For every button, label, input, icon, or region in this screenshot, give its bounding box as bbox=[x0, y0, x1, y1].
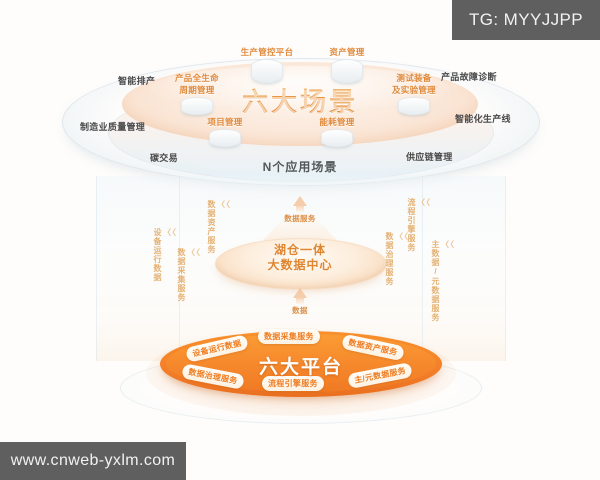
arrow-head-icon bbox=[293, 196, 307, 206]
pedestal-label-energy-management: 能耗管理 bbox=[319, 117, 355, 127]
vlabel-data-asset-service: 〈〈 数据资产服务 bbox=[206, 200, 231, 254]
pedestal-test-equipment[interactable]: 测试装备 及实验管理 bbox=[375, 72, 453, 115]
pedestal-body bbox=[209, 129, 241, 147]
pedestal-asset-management[interactable]: 资产管理 bbox=[310, 46, 384, 83]
chevron-up-icon: 〈〈 bbox=[417, 198, 431, 207]
arrow-label-data-service: 数据服务 bbox=[284, 214, 316, 223]
vlabel-text: 数据采集服务 bbox=[177, 248, 186, 302]
keyword-smart-scheduling: 智能排产 bbox=[118, 76, 156, 86]
scene-layer-title: 六大场景 bbox=[0, 82, 600, 119]
pedestal-body bbox=[321, 129, 353, 147]
keyword-supply-chain: 供应链管理 bbox=[406, 152, 453, 162]
chevron-up-icon: 〈〈 bbox=[187, 248, 201, 257]
vlabel-equipment-runtime-data: 〈〈 设备运行数据 bbox=[152, 228, 177, 282]
arrow-stem bbox=[296, 298, 304, 304]
keyword-fault-diagnosis: 产品故障诊断 bbox=[441, 72, 497, 82]
chevron-up-icon: 〈〈 bbox=[163, 228, 177, 237]
vlabel-text: 设备运行数据 bbox=[153, 228, 162, 282]
pedestal-label-production-control: 生产管控平台 bbox=[240, 47, 294, 57]
pill-process-engine-service[interactable]: 流程引擎服务 bbox=[262, 376, 324, 391]
pedestal-body bbox=[251, 59, 283, 83]
keyword-carbon-trading: 碳交易 bbox=[150, 153, 178, 163]
chevron-up-icon: 〈〈 bbox=[395, 232, 409, 241]
data-center-title-line2: 大数据中心 bbox=[267, 258, 333, 272]
pedestal-label-product-lifecycle-line1: 产品全生命 bbox=[174, 73, 219, 83]
pedestal-production-control[interactable]: 生产管控平台 bbox=[222, 46, 312, 83]
arrow-stem bbox=[296, 206, 304, 212]
watermark-bottom-left: www.cnweb-yxlm.com bbox=[0, 442, 186, 480]
pedestal-label-project-management: 项目管理 bbox=[207, 117, 243, 127]
pedestal-body bbox=[331, 59, 363, 83]
vlabel-text: 主数据/元数据服务 bbox=[431, 240, 440, 322]
data-center-disc bbox=[215, 238, 387, 290]
watermark-top-right: TG: MYYJJPP bbox=[452, 0, 600, 40]
pedestal-body bbox=[398, 97, 430, 115]
data-center-title: 湖仓一体 大数据中心 bbox=[215, 243, 385, 273]
pedestal-project-management[interactable]: 项目管理 bbox=[188, 116, 262, 147]
arrow-data-service-up: 数据服务 bbox=[278, 196, 322, 224]
vlabel-text: 数据资产服务 bbox=[207, 200, 216, 254]
keyword-manufacturing-quality: 制造业质量管理 bbox=[80, 122, 146, 132]
platform-title: 六大平台 bbox=[258, 357, 343, 378]
arrow-head-icon bbox=[293, 288, 307, 298]
pill-data-collection-service[interactable]: 数据采集服务 bbox=[258, 329, 320, 344]
pedestal-product-lifecycle[interactable]: 产品全生命 周期管理 bbox=[160, 72, 234, 115]
vlabel-master-meta-data-service: 〈〈 主数据/元数据服务 bbox=[430, 240, 455, 322]
pedestal-label-test-equipment-line1: 测试装备 bbox=[396, 73, 432, 83]
pedestal-body bbox=[181, 97, 213, 115]
data-center-title-line1: 湖仓一体 bbox=[273, 243, 326, 257]
n-applications-label: N个应用场景 bbox=[262, 160, 338, 174]
pedestal-label-asset-management: 资产管理 bbox=[329, 47, 365, 57]
arrow-label-data: 数据 bbox=[292, 306, 308, 315]
pedestal-label-product-lifecycle-line2: 周期管理 bbox=[160, 84, 234, 96]
pedestal-energy-management[interactable]: 能耗管理 bbox=[300, 116, 374, 147]
vlabel-process-engine-service: 〈〈 流程引擎服务 bbox=[406, 198, 431, 252]
chevron-up-icon: 〈〈 bbox=[441, 240, 455, 249]
vlabel-text: 数据治理服务 bbox=[385, 232, 394, 286]
arrow-data-up: 数据 bbox=[278, 288, 322, 316]
vlabel-data-governance-service: 〈〈 数据治理服务 bbox=[384, 232, 409, 286]
chevron-up-icon: 〈〈 bbox=[217, 200, 231, 209]
pedestal-label-test-equipment-line2: 及实验管理 bbox=[375, 84, 453, 96]
vlabel-data-collection-service: 〈〈 数据采集服务 bbox=[176, 248, 201, 302]
vlabel-text: 流程引擎服务 bbox=[407, 198, 416, 252]
keyword-smart-production-line: 智能化生产线 bbox=[455, 114, 511, 124]
